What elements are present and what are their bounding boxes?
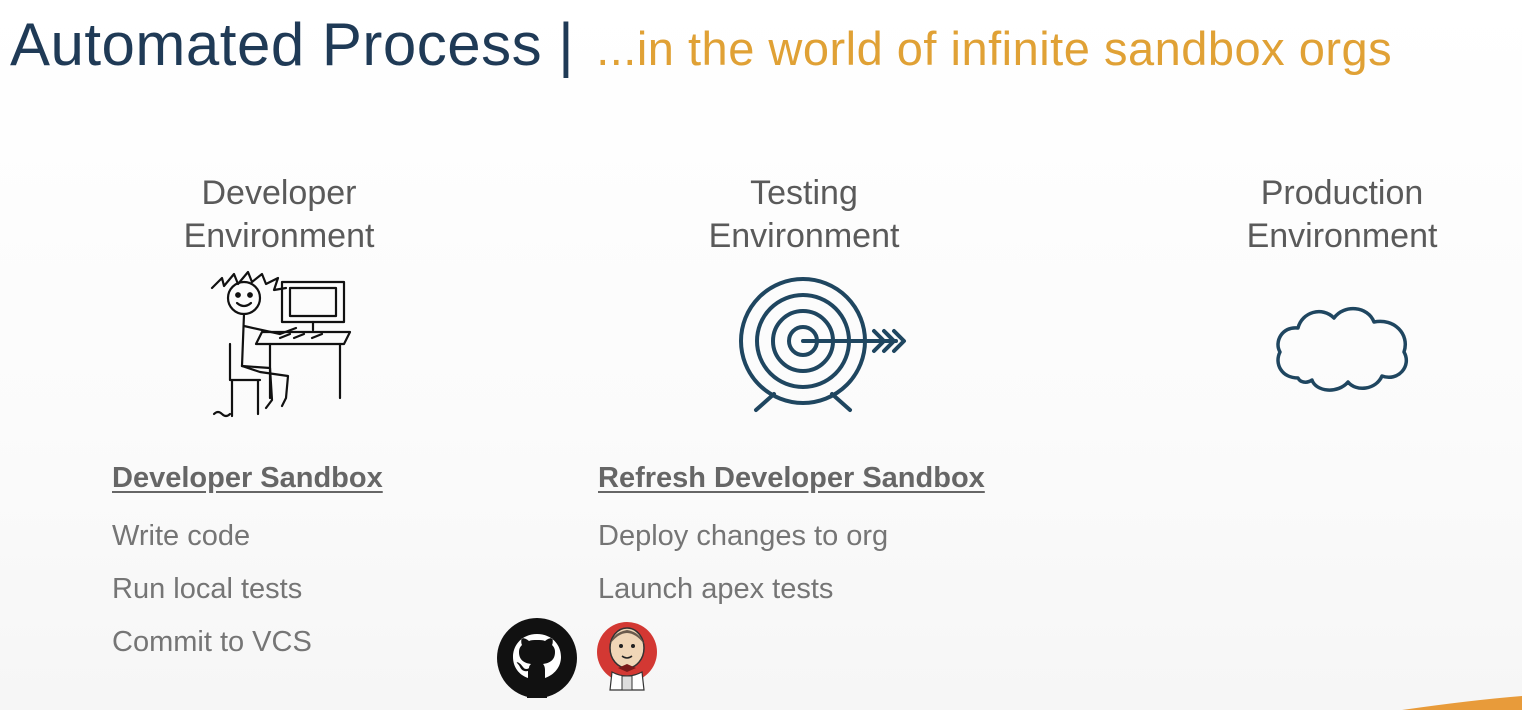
corner-accent-shape xyxy=(1402,696,1522,710)
target-icon xyxy=(736,274,911,421)
production-title-line2: Environment xyxy=(1246,217,1438,255)
developer-task-list: Developer Sandbox Write code Run local t… xyxy=(112,462,383,669)
cloud-icon xyxy=(1272,298,1412,399)
title-subtitle: ...in the world of infinite sandbox orgs xyxy=(596,22,1393,75)
github-icon xyxy=(497,618,577,703)
testing-task-2: Launch apex tests xyxy=(598,573,834,605)
testing-title-line1: Testing xyxy=(750,174,858,212)
title-separator: | xyxy=(558,11,575,78)
production-title-line1: Production xyxy=(1260,174,1424,212)
developer-title-line1: Developer xyxy=(201,174,357,212)
developer-title-line2: Environment xyxy=(183,217,375,255)
developer-sandbox-link[interactable]: Developer Sandbox xyxy=(112,462,383,494)
developer-task-1: Write code xyxy=(112,520,251,552)
production-environment-title: Production Environment xyxy=(1162,172,1522,258)
title-main: Automated Process xyxy=(10,11,543,78)
developer-drawing-icon xyxy=(200,268,355,433)
testing-task-1: Deploy changes to org xyxy=(598,520,889,552)
jenkins-icon xyxy=(596,618,658,699)
testing-title-line2: Environment xyxy=(708,217,900,255)
developer-task-2: Run local tests xyxy=(112,573,303,605)
slide-title: Automated Process| ...in the world of inf… xyxy=(10,10,1392,79)
developer-task-3: Commit to VCS xyxy=(112,626,312,658)
developer-environment-title: Developer Environment xyxy=(99,172,459,258)
refresh-developer-sandbox-link[interactable]: Refresh Developer Sandbox xyxy=(598,462,985,494)
testing-environment-title: Testing Environment xyxy=(624,172,984,258)
testing-task-list: Refresh Developer Sandbox Deploy changes… xyxy=(598,462,985,616)
